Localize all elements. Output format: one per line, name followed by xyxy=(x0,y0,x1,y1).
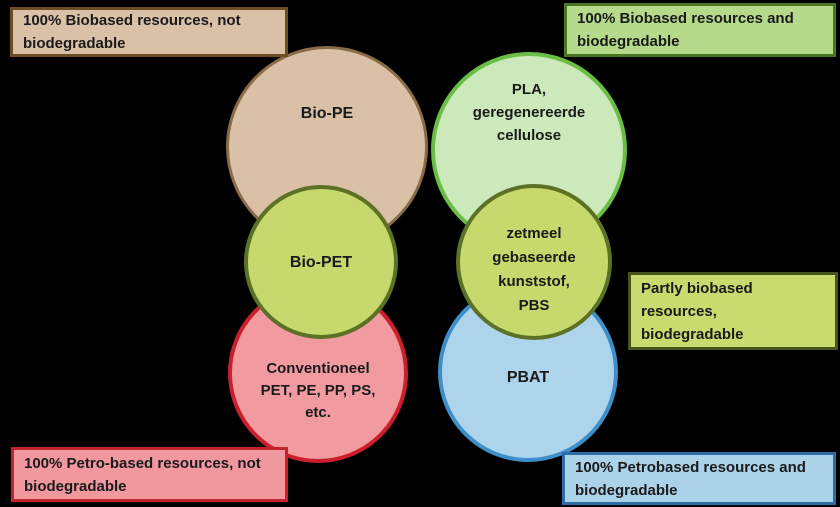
legend-petro-not-biodegradable: 100% Petro-based resources, not biodegra… xyxy=(11,447,288,502)
legend-partly-biobased-biodegradable: Partly biobased resources, biodegradable xyxy=(628,272,838,350)
circle-zetmeel-pbs-label: zetmeel gebaseerde kunststof, PBS xyxy=(492,225,576,314)
legend-biobased-not-biodegradable: 100% Biobased resources, not biodegradab… xyxy=(10,7,288,57)
legend-biobased-biodegradable: 100% Biobased resources and biodegradabl… xyxy=(564,3,836,57)
legend-biobased-not-biodegradable-label: 100% Biobased resources, not biodegradab… xyxy=(23,12,241,52)
circle-bio-pe-label: Bio-PE xyxy=(300,104,354,122)
circle-bio-pet: Bio-PET xyxy=(244,185,398,339)
legend-petro-biodegradable-label: 100% Petrobased resources and biodegrada… xyxy=(575,458,806,499)
legend-biobased-biodegradable-label: 100% Biobased resources and biodegradabl… xyxy=(577,10,794,50)
legend-partly-biobased-biodegradable-label: Partly biobased resources, biodegradable xyxy=(641,279,753,343)
legend-petro-not-biodegradable-label: 100% Petro-based resources, not biodegra… xyxy=(24,454,261,495)
circle-conventioneel-plastics-label: Conventioneel PET, PE, PP, PS, etc. xyxy=(260,360,376,421)
circle-pbat-label: PBAT xyxy=(506,368,550,386)
legend-petro-biodegradable: 100% Petrobased resources and biodegrada… xyxy=(562,452,836,505)
circle-bio-pet-label: Bio-PET xyxy=(289,253,353,271)
circle-pla-cellulose-label: PLA, geregenereerde cellulose xyxy=(472,80,586,144)
circle-zetmeel-pbs: zetmeel gebaseerde kunststof, PBS xyxy=(456,184,612,340)
